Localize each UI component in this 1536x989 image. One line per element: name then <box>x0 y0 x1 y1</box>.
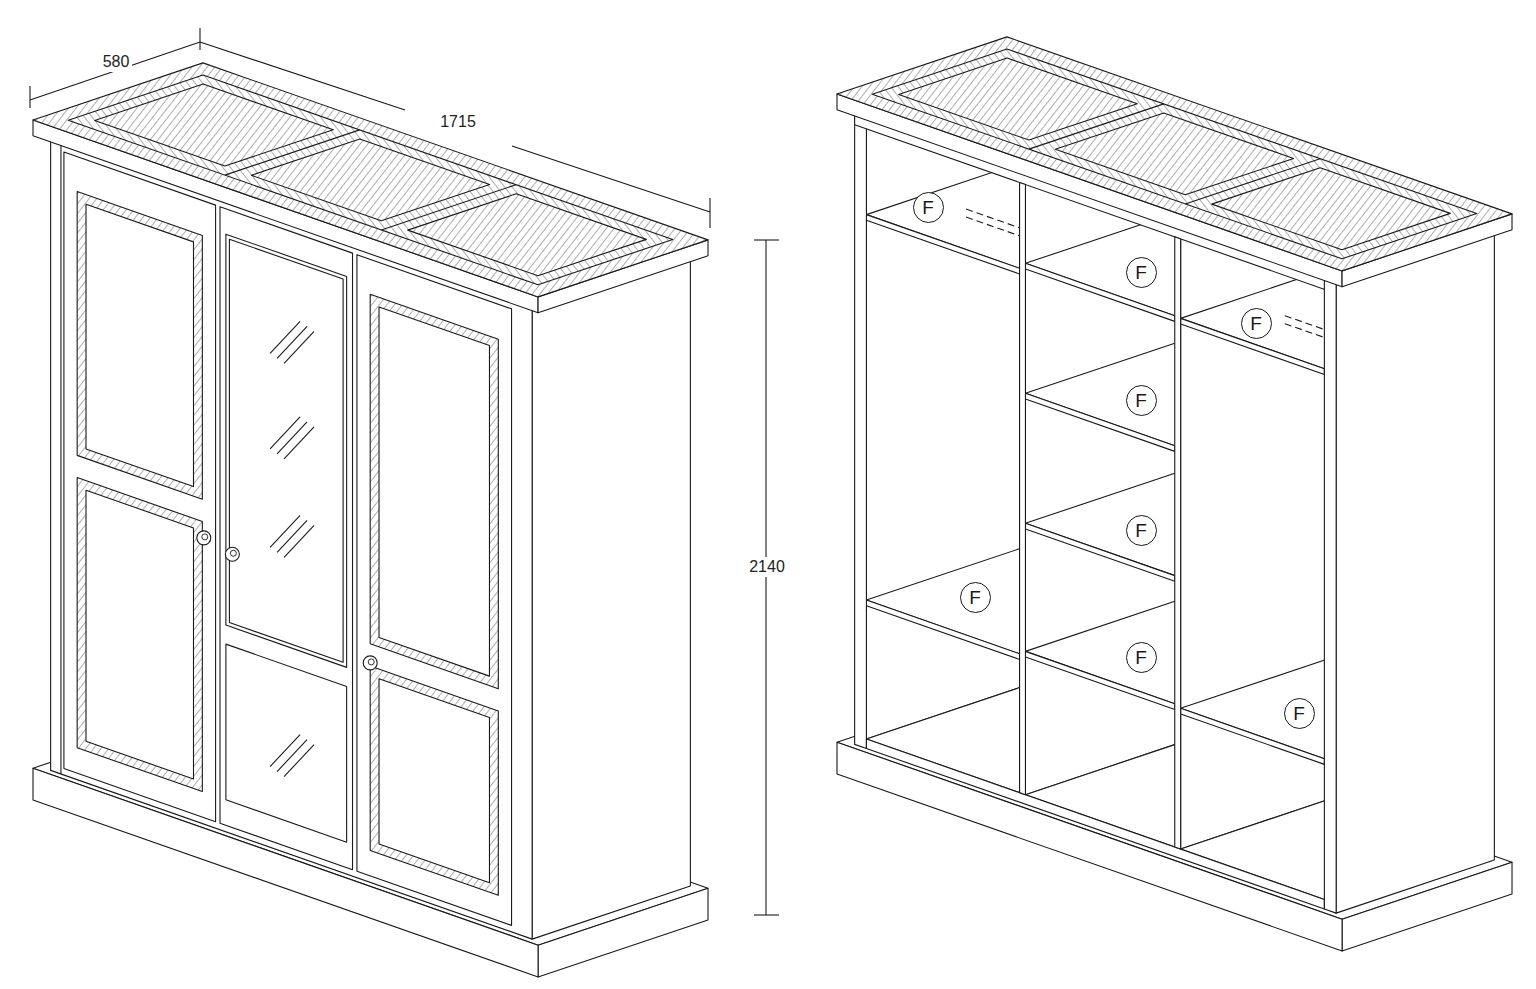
carcass-side <box>532 254 690 940</box>
mirror-reflection <box>270 515 300 547</box>
door-knob-centre <box>202 534 208 540</box>
callout-letter: F <box>1135 648 1147 667</box>
shelf-callout: F <box>960 582 991 613</box>
door-leaf <box>64 152 216 822</box>
mirror-reflection <box>277 740 307 772</box>
shelf-callout: F <box>1126 385 1157 416</box>
mirror-reflection <box>270 735 300 767</box>
cornice-top <box>837 37 1512 271</box>
partition-edge <box>1020 182 1026 794</box>
cornice-raised-panel <box>899 58 1138 140</box>
dimension-label: 580 <box>100 52 133 72</box>
wardrobe-open <box>837 37 1512 951</box>
wardrobe-closed <box>33 63 708 977</box>
mirror-glass <box>229 239 343 662</box>
door-moulding <box>370 666 498 895</box>
door-knob-centre <box>368 659 374 665</box>
dimension-line <box>765 240 766 915</box>
carcass-side <box>1336 228 1494 914</box>
door-knob-centre <box>230 550 236 556</box>
side-front-edge <box>1324 277 1336 914</box>
dimension-tick <box>29 86 30 108</box>
door-lower-panel <box>226 644 347 842</box>
callout-letter: F <box>1135 521 1147 540</box>
dimension-line <box>200 42 405 110</box>
shelf-callout: F <box>913 192 944 223</box>
mirror-reflection <box>270 321 300 353</box>
mirror-reflection <box>284 427 314 459</box>
door-panel <box>379 679 489 883</box>
dimension-tick <box>709 198 710 228</box>
shelf-callout: F <box>1126 257 1157 288</box>
cornice-divider <box>1185 159 1320 204</box>
callout-letter: F <box>922 198 934 217</box>
door-panel <box>379 307 489 676</box>
side-front-edge <box>855 112 867 749</box>
bottom-board-edge <box>866 739 1324 909</box>
dimension-line <box>30 42 200 100</box>
cornice-raised-panel <box>95 84 334 166</box>
callout-letter: F <box>1250 314 1262 333</box>
cornice-raised-panel <box>1055 113 1293 195</box>
cornice-raised-panel <box>408 194 647 276</box>
dimension-tick <box>199 28 200 50</box>
callout-letter: F <box>1135 263 1147 282</box>
dimension-label: 1715 <box>437 112 479 132</box>
cornice-divider <box>1029 104 1164 149</box>
dimension-line <box>512 146 710 212</box>
cornice-divider <box>225 130 360 175</box>
callout-letter: F <box>969 588 981 607</box>
door-moulding <box>77 478 202 792</box>
mirror-reflection <box>277 422 307 454</box>
door-moulding <box>370 294 498 688</box>
pilaster-line <box>60 142 61 774</box>
cornice-raised-panel <box>1212 168 1451 250</box>
callout-letter: F <box>1293 704 1305 723</box>
door-knob <box>197 531 211 545</box>
door-panel <box>86 490 193 779</box>
door-leaf <box>357 255 512 926</box>
door-knob <box>363 656 377 670</box>
callout-letter: F <box>1135 391 1147 410</box>
mirror-reflection <box>277 326 307 358</box>
cornice-panel-frame <box>68 75 673 285</box>
shelf-callout: F <box>1284 698 1315 729</box>
cornice-divider <box>381 185 516 230</box>
dimension-lines <box>30 28 779 915</box>
mirror-reflection <box>277 520 307 552</box>
shelf-callout: F <box>1126 642 1157 673</box>
cornice-panel-frame <box>872 49 1477 259</box>
dimension-label: 2140 <box>746 557 788 577</box>
shelf-edge <box>866 215 1019 274</box>
mirror-frame <box>226 234 347 667</box>
dimension-tick <box>754 914 779 915</box>
shelf-edge <box>866 600 1019 659</box>
mirror-reflection <box>284 745 314 777</box>
partition-edge <box>1175 237 1181 849</box>
mirror-reflection <box>284 525 314 557</box>
shelf-callout: F <box>1241 308 1272 339</box>
mirror-reflection <box>284 331 314 363</box>
shelf-callout: F <box>1126 515 1157 546</box>
dimension-tick <box>754 239 779 240</box>
door-leaf <box>220 207 353 870</box>
door-knob <box>225 547 239 561</box>
mirror-reflection <box>270 417 300 449</box>
cornice-raised-panel <box>251 139 489 221</box>
door-moulding <box>77 192 202 500</box>
door-panel <box>86 204 193 486</box>
